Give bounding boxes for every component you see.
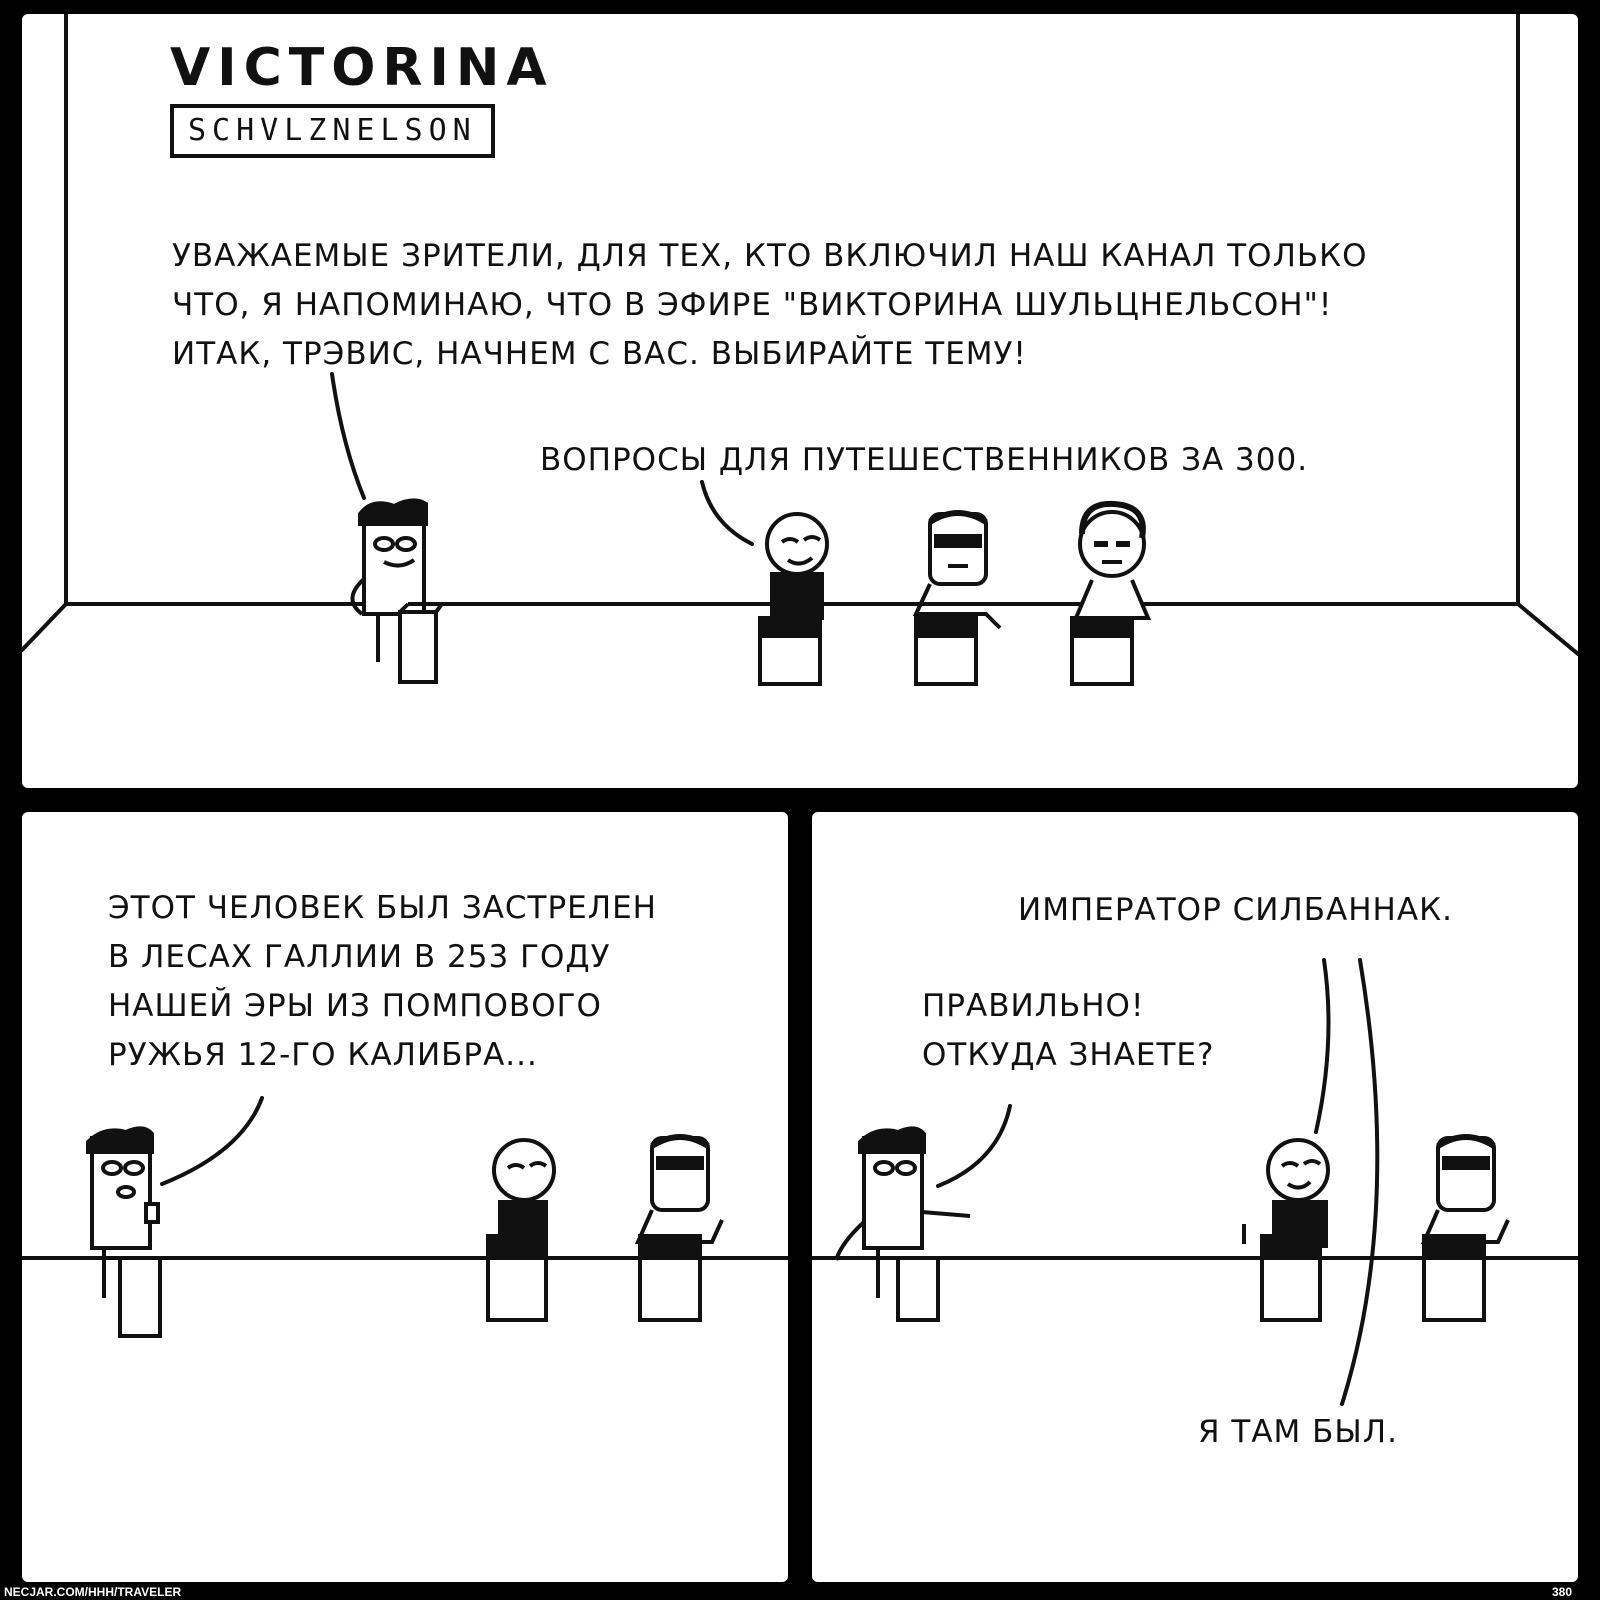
panel-1: VICTORINA SCHVLZNELSON УВАЖАЕМЫЕ ЗРИТЕЛИ…	[22, 14, 1578, 788]
contestant-1-figure-2	[486, 1138, 556, 1322]
contestant-1-figure-3	[1242, 1138, 1330, 1322]
contestant-3-figure	[1070, 500, 1152, 686]
contestant-answer: ИМПЕРАТОР СИЛБАННАК.	[1018, 892, 1453, 928]
contestant-2-figure-2	[634, 1134, 724, 1322]
panel-2: ЭТОТ ЧЕЛОВЕК БЫЛ ЗАСТРЕЛЕН В ЛЕСАХ ГАЛЛИ…	[22, 812, 788, 1582]
show-logo: VICTORINA SCHVLZNELSON	[170, 42, 554, 158]
panel-3: ИМПЕРАТОР СИЛБАННАК. ПРАВИЛЬНО! ОТКУДА З…	[812, 812, 1578, 1582]
contestant-2-figure-3	[1420, 1134, 1510, 1322]
contestant-speech-1: ВОПРОСЫ ДЛЯ ПУТЕШЕСТВЕННИКОВ ЗА 300.	[540, 442, 1309, 478]
host-speech-2: ЭТОТ ЧЕЛОВЕК БЫЛ ЗАСТРЕЛЕН В ЛЕСАХ ГАЛЛИ…	[108, 890, 657, 1073]
host-figure-3	[834, 1126, 971, 1322]
footer-page-number: 380	[1552, 1585, 1573, 1599]
panel-1-stage-art	[22, 14, 1578, 686]
contestant-1-figure	[758, 512, 829, 686]
host-figure-2	[86, 1126, 162, 1338]
logo-title: VICTORINA	[170, 38, 554, 98]
host-speech-1: УВАЖАЕМЫЕ ЗРИТЕЛИ, ДЛЯ ТЕХ, КТО ВКЛЮЧИЛ …	[172, 238, 1368, 372]
contestant-2-figure	[912, 510, 1002, 686]
panel-3-stage-art	[812, 958, 1578, 1406]
contestant-reply: Я ТАМ БЫЛ.	[1198, 1414, 1398, 1450]
host-speech-3: ПРАВИЛЬНО! ОТКУДА ЗНАЕТЕ?	[922, 988, 1215, 1073]
footer-site-link[interactable]: NECJAR.COM/HHH/TRAVELER	[4, 1585, 182, 1599]
logo-subtitle: SCHVLZNELSON	[170, 104, 495, 158]
host-figure	[350, 498, 444, 684]
panel-2-stage-art	[22, 1096, 788, 1338]
